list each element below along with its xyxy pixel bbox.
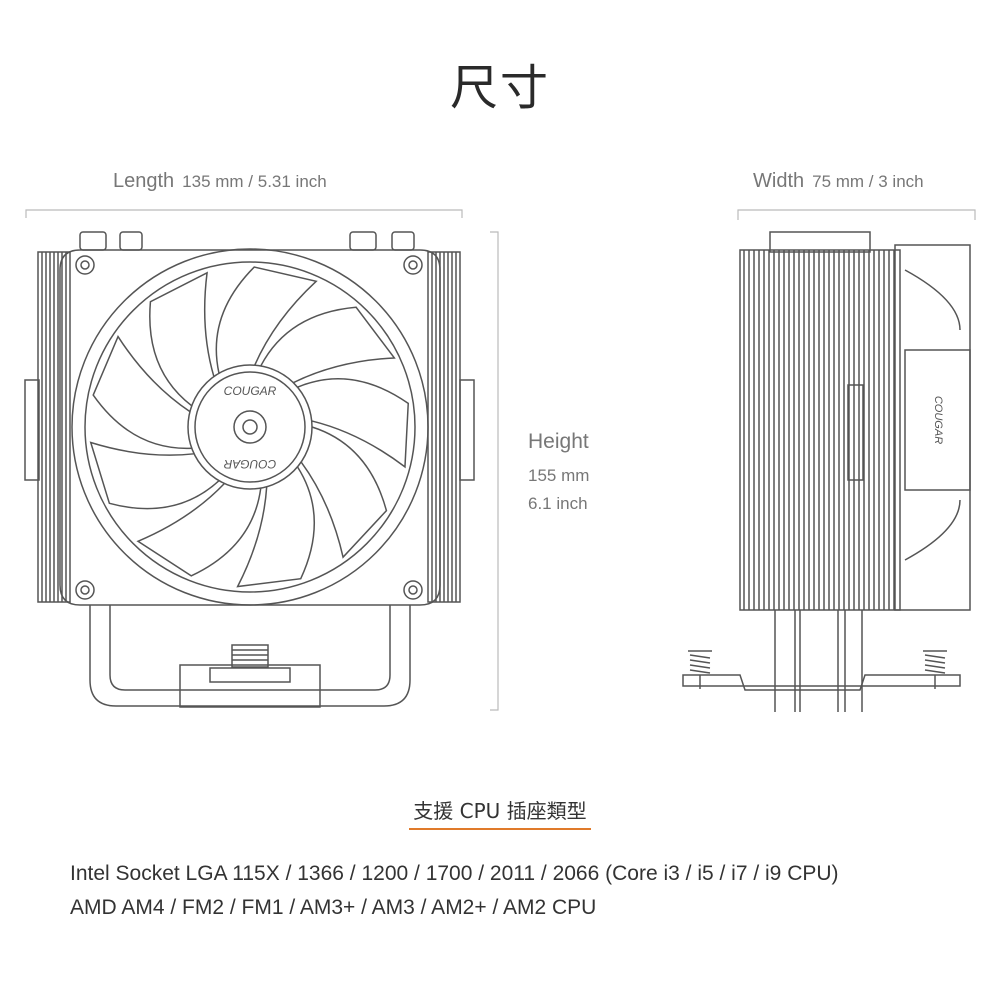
page-title: 尺寸: [449, 60, 550, 116]
fins-left: [41, 252, 67, 602]
side-fins: [743, 250, 895, 610]
fan-blade: [300, 426, 388, 559]
width-label: Width: [753, 170, 805, 192]
socket-heading-text: 支援 CPU 插座類型: [409, 795, 591, 830]
intel-socket-list: Intel Socket LGA 115X / 1366 / 1200 / 17…: [70, 862, 839, 885]
dimension-lines: [25, 209, 976, 711]
fan-logo-bottom: COUGAR: [223, 457, 276, 471]
fan-blade: [236, 466, 315, 588]
height-inch-value: 6.1 inch: [528, 494, 588, 513]
fan-blades: [89, 266, 410, 588]
fan-blade: [260, 306, 396, 384]
height-label: Height: [528, 430, 589, 453]
fan-logo-top: COUGAR: [224, 384, 277, 398]
fan-blade: [297, 378, 410, 469]
width-value: 75 mm / 3 inch: [812, 172, 924, 191]
length-dimension-label: Length 135 mm / 5.31 inch: [113, 170, 327, 193]
length-value: 135 mm / 5.31 inch: [182, 172, 327, 191]
fan-blade: [215, 266, 318, 374]
mounting-springs: [688, 650, 947, 689]
amd-socket-list: AMD AM4 / FM2 / FM1 / AM3+ / AM3 / AM2+ …: [70, 896, 597, 919]
side-view: [682, 231, 971, 712]
fan-blade: [92, 334, 192, 449]
width-dimension-label: Width 75 mm / 3 inch: [753, 170, 924, 193]
fan-blade: [149, 271, 215, 407]
length-label: Length: [113, 170, 175, 192]
height-mm-value: 155 mm: [528, 466, 590, 485]
fins-right: [431, 252, 457, 602]
fan-blade: [136, 482, 262, 577]
fan-blade: [89, 441, 220, 510]
front-view: [24, 231, 475, 708]
side-fan-logo: COUGAR: [932, 396, 944, 444]
socket-section-heading: 支援 CPU 插座類型: [0, 795, 1000, 830]
